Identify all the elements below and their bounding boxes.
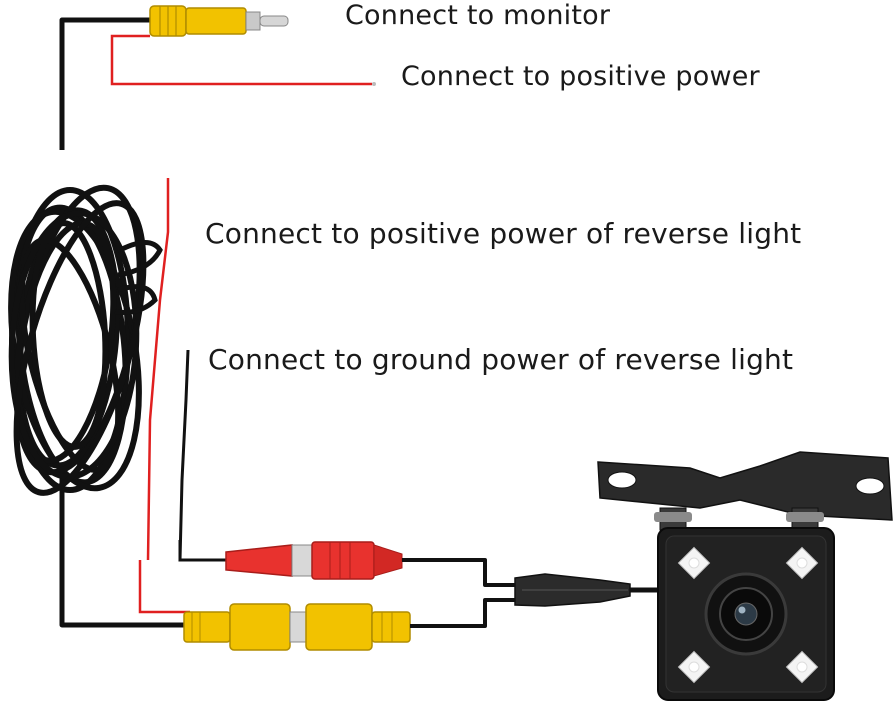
- led-icon: [677, 546, 819, 684]
- red-wire-bottom: [138, 560, 190, 614]
- rca-plug-icon: [149, 5, 289, 37]
- rca-red-connector: [225, 541, 403, 580]
- video-cable-bottom: [59, 470, 190, 628]
- yellow-rca-cable: [410, 598, 515, 628]
- camera-bracket: [597, 451, 893, 531]
- label-connect-monitor: Connect to monitor: [345, 0, 611, 31]
- red-rca-cable: [402, 558, 515, 587]
- black-wire-reverse-ground: [178, 349, 226, 562]
- rca-yellow-connector: [183, 603, 411, 651]
- red-wire-positive-power: [110, 34, 372, 86]
- label-connect-reverse-positive: Connect to positive power of reverse lig…: [205, 217, 802, 250]
- coiled-cable-icon: [8, 184, 163, 496]
- wire-tip: [372, 82, 376, 86]
- video-cable-top: [59, 17, 150, 150]
- label-connect-reverse-ground: Connect to ground power of reverse light: [208, 343, 794, 376]
- label-connect-positive-power: Connect to positive power: [401, 61, 760, 92]
- red-wire-reverse-positive: [146, 178, 170, 561]
